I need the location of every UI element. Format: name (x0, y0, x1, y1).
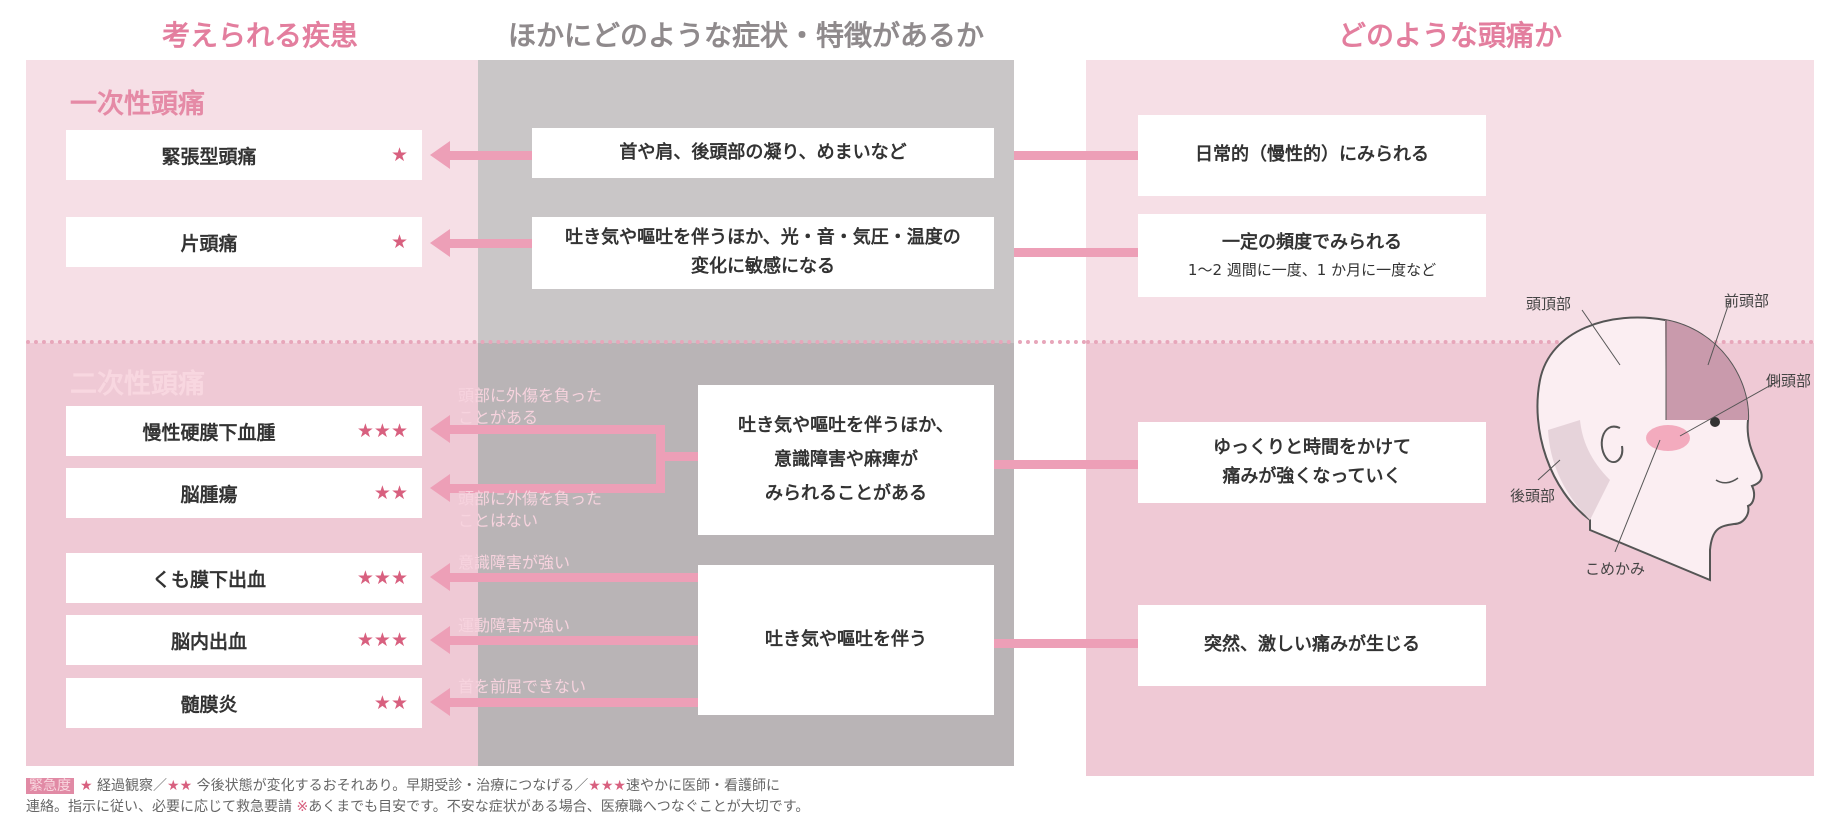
occipital-region (1548, 420, 1610, 520)
symptom-neck-shoulder: 首や肩、後頭部の凝り、めまいなど (532, 128, 994, 178)
annotation-trauma-no: 頭部に外傷を負った ことはない (458, 489, 603, 531)
label-vertex: 頭頂部 (1526, 295, 1572, 313)
ear (1600, 425, 1624, 464)
arrow-line (450, 239, 534, 248)
arrow-head (430, 474, 450, 502)
divider-right (1086, 340, 1814, 344)
urgency-stars: ★★ (373, 482, 408, 504)
label-lateral: 側頭部 (1766, 372, 1812, 390)
arrow-line (450, 484, 665, 493)
headache-sudden: 突然、激しい痛みが生じる (1138, 605, 1486, 686)
headache-gradual: ゆっくりと時間をかけて 痛みが強くなっていく (1138, 422, 1486, 503)
arrow-line (450, 425, 665, 434)
arrow-line (450, 573, 700, 582)
annotation-trauma-yes: 頭部に外傷を負った ことがある (458, 386, 603, 428)
connector-line (1014, 151, 1138, 160)
urgency-badge: 緊急度 (26, 778, 74, 794)
urgency-legend: 緊急度★ 経過観察／★★ 今後状態が変化するおそれあり。早期受診・治療につなげる… (26, 778, 810, 815)
urgency-stars: ★★★ (356, 420, 408, 442)
column-title-diseases: 考えられる疾患 (161, 19, 358, 52)
arrow-head (430, 688, 450, 716)
column-title-headache: どのような頭痛か (1337, 19, 1562, 52)
urgency-stars: ★★★ (356, 629, 408, 651)
disease-intracerebral-hemorrhage: 脳内出血 ★★★ (66, 615, 422, 665)
label-frontal: 前頭部 (1724, 292, 1770, 310)
divider-left (26, 340, 1012, 344)
arrow-line (450, 636, 700, 645)
symptom-nausea-consciousness: 吐き気や嘔吐を伴うほか、 意識障害や麻痺が みられることがある (698, 385, 994, 535)
branch-line (656, 425, 665, 493)
pointer-line (1581, 309, 1621, 366)
connector-line (1014, 248, 1138, 257)
temple-mark (1646, 425, 1690, 451)
mouth (1715, 477, 1739, 484)
divider-gap (1018, 340, 1086, 344)
disease-tension-headache: 緊張型頭痛 ★ (66, 130, 422, 180)
annotation-motor: 運動障害が強い (458, 616, 571, 635)
arrow-head (430, 229, 450, 257)
column-title-symptoms: ほかにどのような症状・特徴があるか (507, 19, 984, 52)
urgency-stars: ★★★ (356, 567, 408, 589)
annotation-consciousness: 意識障害が強い (458, 553, 571, 572)
connector-line (992, 460, 1138, 469)
section-title-secondary: 二次性頭痛 (70, 369, 205, 400)
disease-chronic-subdural-hematoma: 慢性硬膜下血腫 ★★★ (66, 406, 422, 456)
pointer-line (1614, 439, 1661, 553)
arrow-head (430, 626, 450, 654)
disease-subarachnoid-hemorrhage: くも膜下出血 ★★★ (66, 553, 422, 603)
disease-migraine: 片頭痛 ★ (66, 217, 422, 267)
disease-brain-tumor: 脳腫瘍 ★★ (66, 468, 422, 518)
annotation-neck: 首を前屈できない (458, 677, 587, 696)
arrow-line (450, 151, 534, 160)
symptom-nausea-sensitivity: 吐き気や嘔吐を伴うほか、光・音・気圧・温度の 変化に敏感になる (532, 217, 994, 289)
pointer-line (1679, 379, 1781, 437)
branch-line (656, 452, 700, 461)
symptom-nausea: 吐き気や嘔吐を伴う (698, 565, 994, 715)
pointer-line (1707, 299, 1731, 366)
eye (1710, 417, 1720, 427)
pointer-line (1537, 459, 1561, 481)
headache-periodic: 一定の頻度でみられる 1～2 週間に一度、1 か月に一度など (1138, 214, 1486, 297)
section-title-primary: 一次性頭痛 (70, 89, 205, 120)
urgency-stars: ★★ (373, 692, 408, 714)
urgency-stars: ★ (390, 144, 408, 166)
head-diagram (1536, 299, 1781, 582)
urgency-stars: ★ (390, 231, 408, 253)
arrow-line (450, 698, 700, 707)
headache-chronic: 日常的（慢性的）にみられる (1138, 115, 1486, 196)
arrow-head (430, 415, 450, 443)
disease-meningitis: 髄膜炎 ★★ (66, 678, 422, 728)
arrow-head (430, 141, 450, 169)
frontal-region (1665, 320, 1749, 420)
label-occipital: 後頭部 (1510, 487, 1556, 505)
label-temple: こめかみ (1585, 560, 1646, 578)
connector-line (992, 639, 1138, 648)
arrow-head (430, 563, 450, 591)
